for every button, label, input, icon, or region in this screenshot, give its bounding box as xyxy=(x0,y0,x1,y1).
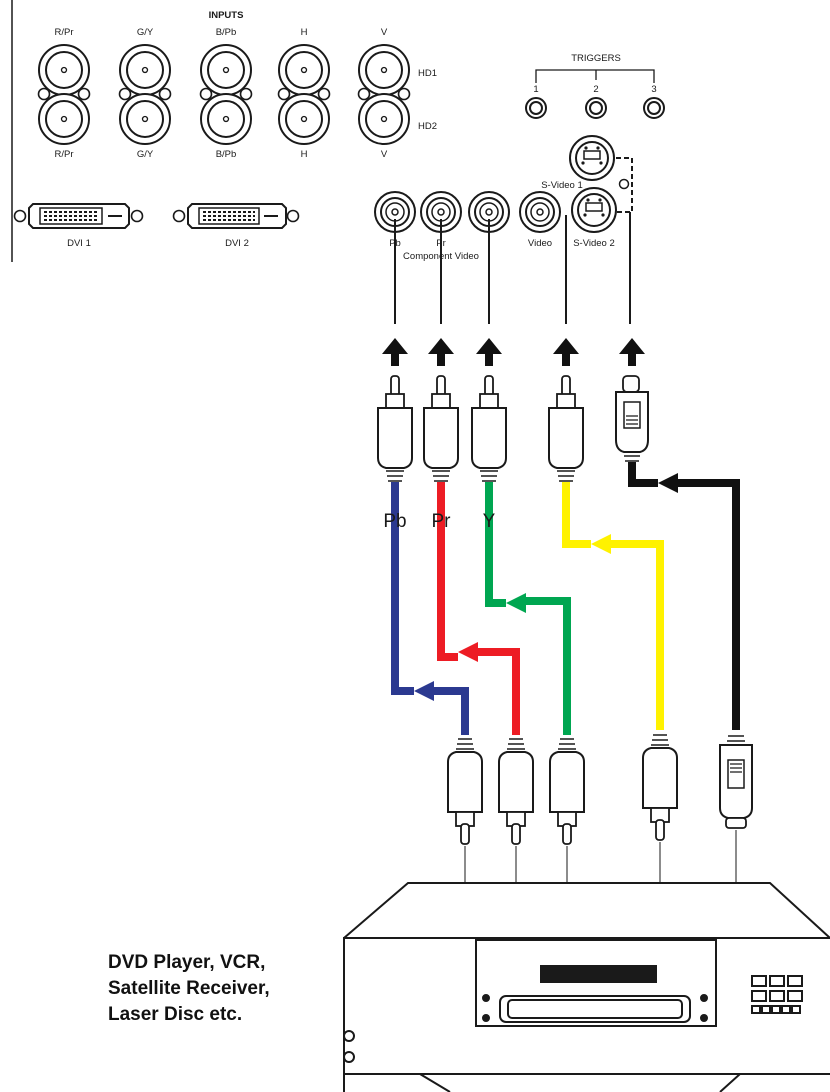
rca-jack-video xyxy=(519,191,561,233)
cable-video-source xyxy=(645,540,664,730)
svideo-jacks: S-Video 1 S-Video 2 xyxy=(541,135,633,249)
mount-holes xyxy=(37,87,411,101)
triggers-title: TRIGGERS xyxy=(571,53,621,64)
cable-pb-source xyxy=(452,687,469,735)
bnc-connector xyxy=(38,44,90,96)
arrow-up-icon xyxy=(476,338,502,366)
cable-label-pr: Pr xyxy=(432,511,452,532)
svideo-1-jack xyxy=(569,135,615,181)
bnc-connector xyxy=(119,44,171,96)
cable-runs xyxy=(391,462,740,735)
cable-label-pb: Pb xyxy=(383,511,406,532)
bnc-connector xyxy=(358,93,410,145)
rca-plug-y-source xyxy=(549,738,585,845)
rca-plug-y xyxy=(471,375,507,482)
trigger-label: 2 xyxy=(593,84,598,95)
rca-plug-video-source xyxy=(642,734,678,841)
bnc-label: H xyxy=(301,27,308,38)
svideo-plug-lower xyxy=(719,735,753,829)
arrow-left-icon xyxy=(506,593,526,613)
rca-plug-pb xyxy=(377,375,413,482)
rca-plug-pb-source xyxy=(447,738,483,845)
row-label-hd2: HD2 xyxy=(418,121,437,132)
upper-plugs xyxy=(377,375,584,482)
source-label-line: Laser Disc etc. xyxy=(108,1004,243,1025)
arrow-up-icon xyxy=(382,338,408,366)
dvi-2-connector: DVI 2 xyxy=(172,203,300,249)
arrow-left-icon xyxy=(591,534,611,554)
cable-svideo xyxy=(628,462,658,487)
bnc-label: B/Pb xyxy=(216,149,237,160)
source-label-line: DVD Player, VCR, xyxy=(108,952,266,973)
cable-pr-source xyxy=(503,648,520,735)
trigger-label: 3 xyxy=(651,84,656,95)
cable-pb xyxy=(391,482,414,695)
row-label-hd1: HD1 xyxy=(418,68,437,79)
svideo-label: S-Video 1 xyxy=(541,180,583,191)
inputs-title: INPUTS xyxy=(209,10,244,21)
bnc-row-hd1 xyxy=(38,44,410,96)
arrow-up-icon xyxy=(619,338,645,366)
arrow-left-icon xyxy=(658,473,678,493)
arrow-up-icon xyxy=(428,338,454,366)
rca-plug-video xyxy=(548,375,584,482)
cable-y xyxy=(485,482,506,607)
arrow-up-icon xyxy=(553,338,579,366)
cable-pr xyxy=(437,482,458,661)
svideo-plug-upper xyxy=(615,375,649,462)
triggers-group: TRIGGERS 1 2 3 xyxy=(525,53,665,119)
bnc-label: R/Pr xyxy=(55,27,74,38)
trigger-label: 1 xyxy=(533,84,538,95)
source-device-label: DVD Player, VCR, Satellite Receiver, Las… xyxy=(108,950,328,1028)
bnc-connector xyxy=(200,44,252,96)
dvi-1-connector: DVI 1 xyxy=(13,203,144,249)
cable-svideo-source xyxy=(715,479,740,730)
bnc-connector xyxy=(358,44,410,96)
svideo-label: S-Video 2 xyxy=(573,238,615,249)
upper-arrows xyxy=(382,338,645,366)
bnc-label: V xyxy=(381,149,388,160)
source-device xyxy=(343,882,830,1092)
cable-video xyxy=(562,482,591,548)
flow-arrows xyxy=(414,473,715,701)
bnc-label: B/Pb xyxy=(216,27,237,38)
arrow-left-icon xyxy=(414,681,434,701)
svideo-2-jack xyxy=(571,187,617,233)
bnc-label: R/Pr xyxy=(55,149,74,160)
bnc-row-hd2 xyxy=(38,93,410,145)
cable-labels: Pb Pr Y xyxy=(383,511,495,532)
disc-slot xyxy=(540,965,657,983)
dvi-label: DVI 2 xyxy=(225,238,249,249)
bnc-label: G/Y xyxy=(137,27,154,38)
dvi-label: DVI 1 xyxy=(67,238,91,249)
bnc-connector xyxy=(278,44,330,96)
bnc-top-labels: R/Pr G/Y B/Pb H V xyxy=(55,27,388,38)
source-label-line: Satellite Receiver, xyxy=(108,978,270,999)
arrow-left-icon xyxy=(458,642,478,662)
bnc-bottom-labels: R/Pr G/Y B/Pb H V xyxy=(55,149,388,160)
bnc-connector xyxy=(38,93,90,145)
cable-y-source xyxy=(550,597,571,735)
bnc-connector xyxy=(119,93,171,145)
cable-label-y: Y xyxy=(483,511,496,532)
bnc-connector xyxy=(278,93,330,145)
source-leads xyxy=(464,830,737,882)
rca-plug-pr-source xyxy=(498,738,534,845)
lower-plugs xyxy=(447,734,678,845)
rca-plug-pr xyxy=(423,375,459,482)
bnc-label: H xyxy=(301,149,308,160)
rca-jacks xyxy=(374,191,561,233)
bnc-connector xyxy=(200,93,252,145)
bnc-label: G/Y xyxy=(137,149,154,160)
bnc-label: V xyxy=(381,27,388,38)
upper-cable-leads xyxy=(394,212,631,324)
